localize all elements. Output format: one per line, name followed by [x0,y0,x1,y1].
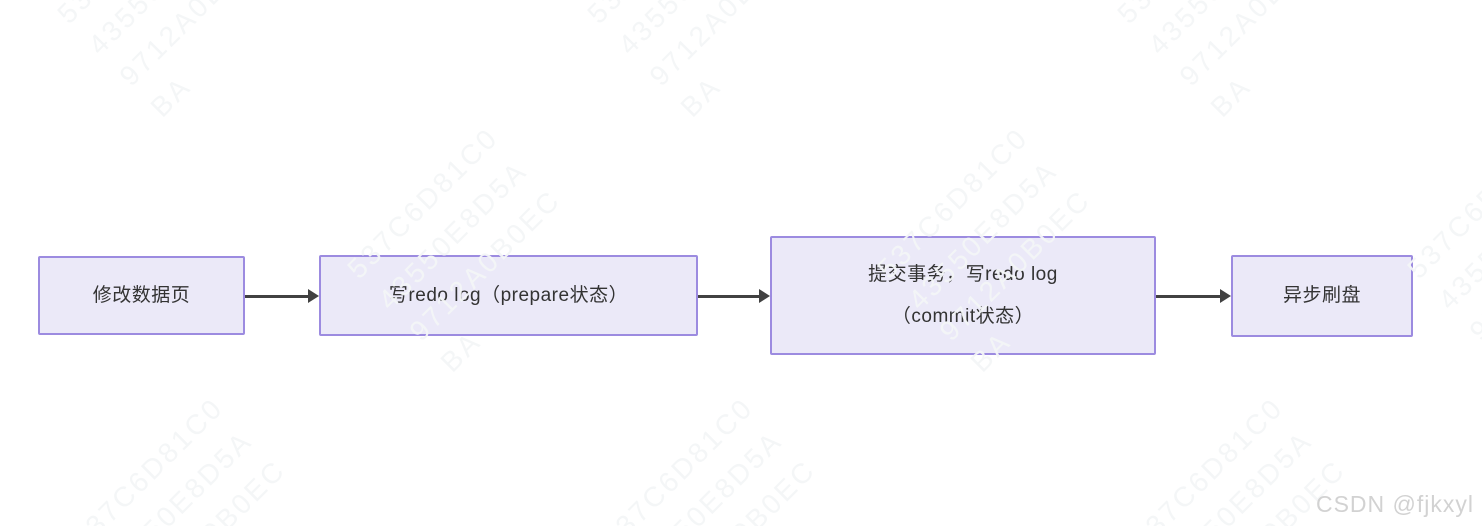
arrow-shaft [698,294,759,298]
flow-node-label: 提交事务，写redo log （commit状态） [868,263,1058,327]
csdn-author-credit: CSDN @fjkxyl [1315,491,1474,517]
flow-node-label: 异步刷盘 [1282,285,1361,306]
id-watermark-tile: 537C6D81C0 43550E8D5A 9712A0B0EC BA [1111,0,1337,123]
flow-node-label: 修改数据页 [92,284,191,306]
id-watermark-tile: 537C6D81C0 43550E8D5A 9712A0B0EC BA [581,0,807,123]
arrow-shaft [245,294,308,298]
id-watermark-tile: 537C6D81C0 43550E8D5A 9712A0B0EC BA [1401,121,1482,347]
flow-node-write-redo-prepare: 写redo log（prepare状态） [319,255,698,336]
arrow-head-icon [1220,289,1231,303]
id-watermark-tile: 537C6D81C0 43550E8D5A 9712A0B0EC BA [596,391,821,526]
arrow-shaft [1156,294,1220,298]
arrow-head-icon [759,289,770,303]
flow-node-async-flush: 异步刷盘 [1231,255,1413,337]
flow-node-commit-write-redo: 提交事务，写redo log （commit状态） [770,236,1156,355]
flow-node-modify-data-page: 修改数据页 [38,256,245,335]
id-watermark-tile: 537C6D81C0 43550E8D5A 9712A0B0EC BA [51,0,277,123]
arrow-head-icon [308,289,319,303]
id-watermark-tile: 537C6D81C0 43550E8D5A 9712A0B0EC BA [66,391,291,526]
flow-node-label: 写redo log（prepare状态） [388,284,629,306]
flow-arrow-3 [1156,289,1231,303]
id-watermark-tile: 537C6D81C0 43550E8D5A 9712A0B0EC BA [341,121,567,378]
flow-arrow-1 [245,289,319,303]
flow-arrow-2 [698,289,770,303]
